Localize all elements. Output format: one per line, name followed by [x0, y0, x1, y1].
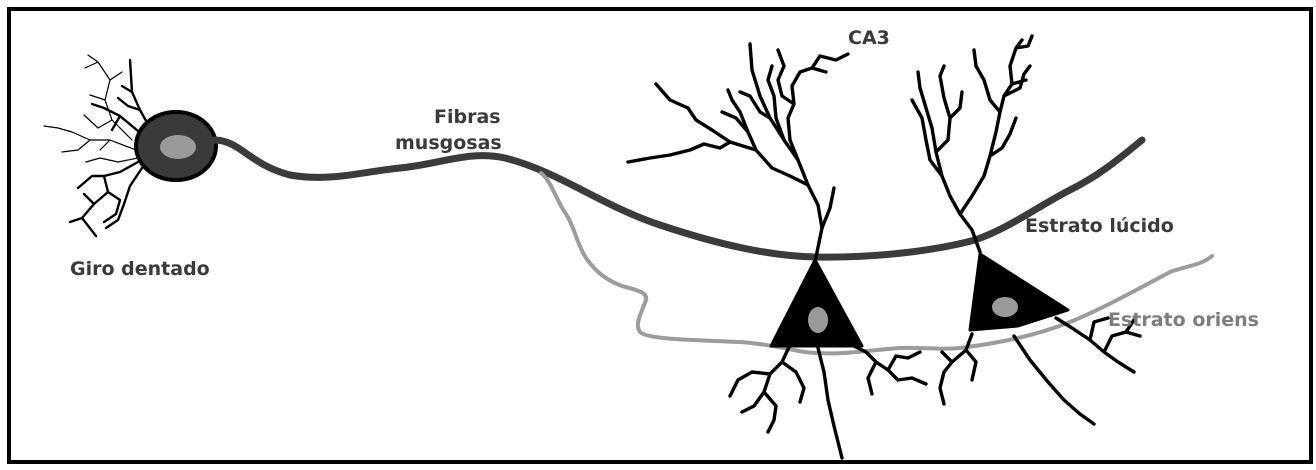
apical-dendrite: [912, 66, 980, 252]
estrato-oriens-label: Estrato oriens: [1108, 309, 1259, 331]
fibras-label-line1: Fibras: [434, 106, 501, 128]
basal-dendrite: [818, 348, 842, 458]
mossy-fiber-axon: [214, 140, 1142, 257]
estrato-lucido-label: Estrato lúcido: [1025, 215, 1174, 237]
pyramidal-nucleus-1: [808, 307, 828, 333]
granule-dendrite: [84, 55, 132, 140]
granule-cell: [44, 55, 216, 236]
basal-dendrite: [1014, 336, 1094, 424]
apical-dendrite: [960, 36, 1032, 214]
pyramidal-nucleus-2: [992, 297, 1018, 317]
fibras-label-line2: musgosas: [395, 132, 502, 154]
apical-dendrite: [768, 66, 834, 228]
pyramidal-soma-1: [771, 260, 862, 346]
basal-dendrite: [730, 345, 804, 432]
giro-dentado-label: Giro dentado: [70, 258, 210, 280]
pyramidal-soma-2: [970, 254, 1068, 330]
basal-dendrite: [850, 344, 926, 394]
basal-dendrite: [940, 334, 976, 404]
granule-dendrite: [86, 158, 138, 162]
granule-dendrite: [106, 168, 142, 228]
granule-nucleus: [160, 135, 196, 159]
ca3-label: CA3: [848, 27, 890, 49]
granule-dendrite: [70, 162, 138, 236]
